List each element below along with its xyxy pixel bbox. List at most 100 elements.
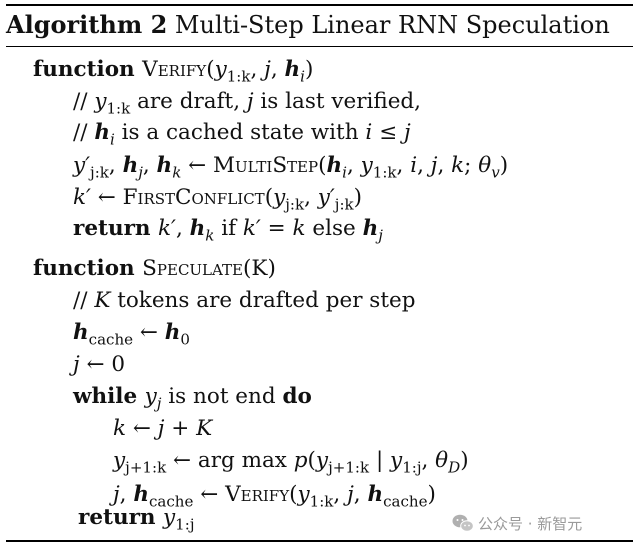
code-token: y bbox=[214, 57, 227, 82]
code-token: h bbox=[362, 216, 379, 241]
code-token: = bbox=[260, 216, 293, 241]
code-token: j bbox=[113, 482, 120, 507]
code-token: ) bbox=[460, 448, 469, 473]
code-token: h bbox=[122, 153, 139, 178]
code-token: y bbox=[273, 185, 286, 210]
code-token: , bbox=[119, 482, 134, 507]
code-token: k bbox=[205, 226, 215, 245]
code-token: return bbox=[78, 505, 164, 530]
code-token: ) bbox=[427, 482, 436, 507]
code-token: h bbox=[156, 153, 173, 178]
code-token: j bbox=[246, 89, 254, 114]
code-token: j bbox=[73, 352, 80, 377]
line-init-j: j ← 0 bbox=[73, 350, 125, 380]
code-token: MultiStep bbox=[213, 153, 319, 178]
code-token: | bbox=[369, 448, 391, 473]
code-token: is a cached state with bbox=[114, 120, 366, 145]
code-token: j bbox=[138, 163, 143, 182]
code-token: v bbox=[491, 163, 500, 182]
code-token: k′ bbox=[242, 216, 261, 241]
code-token: j bbox=[157, 416, 165, 441]
code-token: ← bbox=[133, 320, 165, 345]
code-token: ( bbox=[289, 482, 298, 507]
code-token: j+1:k bbox=[125, 458, 167, 477]
code-token: , bbox=[175, 216, 190, 241]
line-verify-call: j, hcache ← Verify(y1:k, j, hcache) bbox=[113, 480, 436, 516]
algorithm-caption: Algorithm 2 Multi-Step Linear RNN Specul… bbox=[6, 8, 610, 42]
code-token: ← bbox=[193, 482, 226, 507]
code-token: k bbox=[113, 416, 127, 441]
code-token: Verify bbox=[142, 57, 207, 82]
code-token: D bbox=[448, 458, 461, 477]
code-token: i bbox=[410, 153, 418, 178]
code-token: cache bbox=[383, 492, 428, 511]
code-token: j bbox=[264, 57, 271, 82]
code-token: are draft, bbox=[130, 89, 247, 114]
code-token: y bbox=[144, 384, 157, 409]
code-token: 1:k bbox=[372, 163, 397, 182]
line-while: while yj is not end do bbox=[73, 382, 312, 418]
line-init-cache: hcache ← h0 bbox=[73, 318, 190, 354]
code-token: ≤ bbox=[372, 120, 404, 145]
line-first-conflict: k′ ← FirstConflict(yj:k, y′j:k) bbox=[73, 183, 362, 219]
line-verify-signature: function Verify(y1:k, j, hi) bbox=[33, 55, 313, 91]
code-token: ← bbox=[181, 153, 213, 178]
code-token: j bbox=[156, 394, 162, 413]
code-token: ) bbox=[353, 185, 363, 210]
line-comment-tokens: // K tokens are drafted per step bbox=[73, 286, 415, 316]
code-token: y bbox=[390, 448, 403, 473]
code-token: FirstConflict bbox=[122, 185, 265, 210]
line-speculate-signature: function Speculate(K) bbox=[33, 254, 276, 284]
code-token: k′ bbox=[73, 185, 91, 210]
code-token: j+1:k bbox=[328, 458, 370, 477]
code-token: h bbox=[73, 320, 89, 345]
caption-rule bbox=[6, 46, 633, 47]
code-token: ) bbox=[304, 57, 314, 82]
code-token: y bbox=[360, 153, 373, 178]
line-draft-argmax: yj+1:k ← arg max p(yj+1:k | y1:j, θD) bbox=[113, 446, 469, 482]
code-token: function bbox=[33, 57, 143, 82]
line-comment-draft: // y1:k are draft, j is last verified, bbox=[73, 87, 421, 123]
code-token: , bbox=[437, 153, 452, 178]
code-token: ← bbox=[126, 416, 158, 441]
code-token: i bbox=[109, 130, 115, 149]
line-comment-cached-state: // hi is a cached state with i ≤ j bbox=[73, 118, 411, 154]
code-token: j bbox=[378, 226, 383, 245]
code-token: ( bbox=[307, 448, 316, 473]
code-token: p bbox=[293, 448, 308, 473]
code-token: , bbox=[270, 57, 285, 82]
watermark: 公众号 · 新智元 bbox=[452, 512, 582, 534]
caption-title: Multi-Step Linear RNN Speculation bbox=[174, 11, 610, 39]
code-token: is last verified, bbox=[253, 89, 422, 114]
code-token: , bbox=[396, 153, 411, 178]
code-token: K bbox=[94, 288, 111, 313]
code-token: , bbox=[417, 153, 431, 178]
code-token: K bbox=[196, 416, 213, 441]
code-token: θ bbox=[478, 153, 492, 178]
code-token: , bbox=[333, 482, 348, 507]
code-token: , bbox=[353, 482, 368, 507]
code-token: Speculate bbox=[142, 256, 243, 281]
caption-label: Algorithm 2 bbox=[6, 10, 168, 39]
line-verify-return: return k′, hk if k′ = k else hj bbox=[73, 214, 383, 250]
code-token: i bbox=[342, 163, 347, 182]
code-token: k′ bbox=[158, 216, 176, 241]
line-speculate-return: return y1:j bbox=[78, 503, 194, 539]
code-token: // bbox=[73, 89, 95, 114]
code-token: h bbox=[164, 320, 181, 345]
line-multistep: y′j:k, hj, hk ← MultiStep(hi, y1:k, i, j… bbox=[73, 151, 508, 187]
code-token: i bbox=[300, 67, 305, 86]
code-token: k bbox=[172, 163, 182, 182]
code-token: , bbox=[346, 153, 361, 178]
code-token: ← 0 bbox=[79, 352, 126, 377]
code-token: 0 bbox=[180, 330, 190, 349]
code-token: h bbox=[133, 482, 149, 507]
code-token: , bbox=[421, 448, 436, 473]
code-token: tokens are drafted per step bbox=[110, 288, 416, 313]
code-token: h bbox=[189, 216, 206, 241]
code-token: cache bbox=[88, 330, 134, 349]
code-token: function bbox=[33, 256, 143, 281]
code-token: ( bbox=[318, 153, 327, 178]
top-rule bbox=[6, 4, 633, 6]
